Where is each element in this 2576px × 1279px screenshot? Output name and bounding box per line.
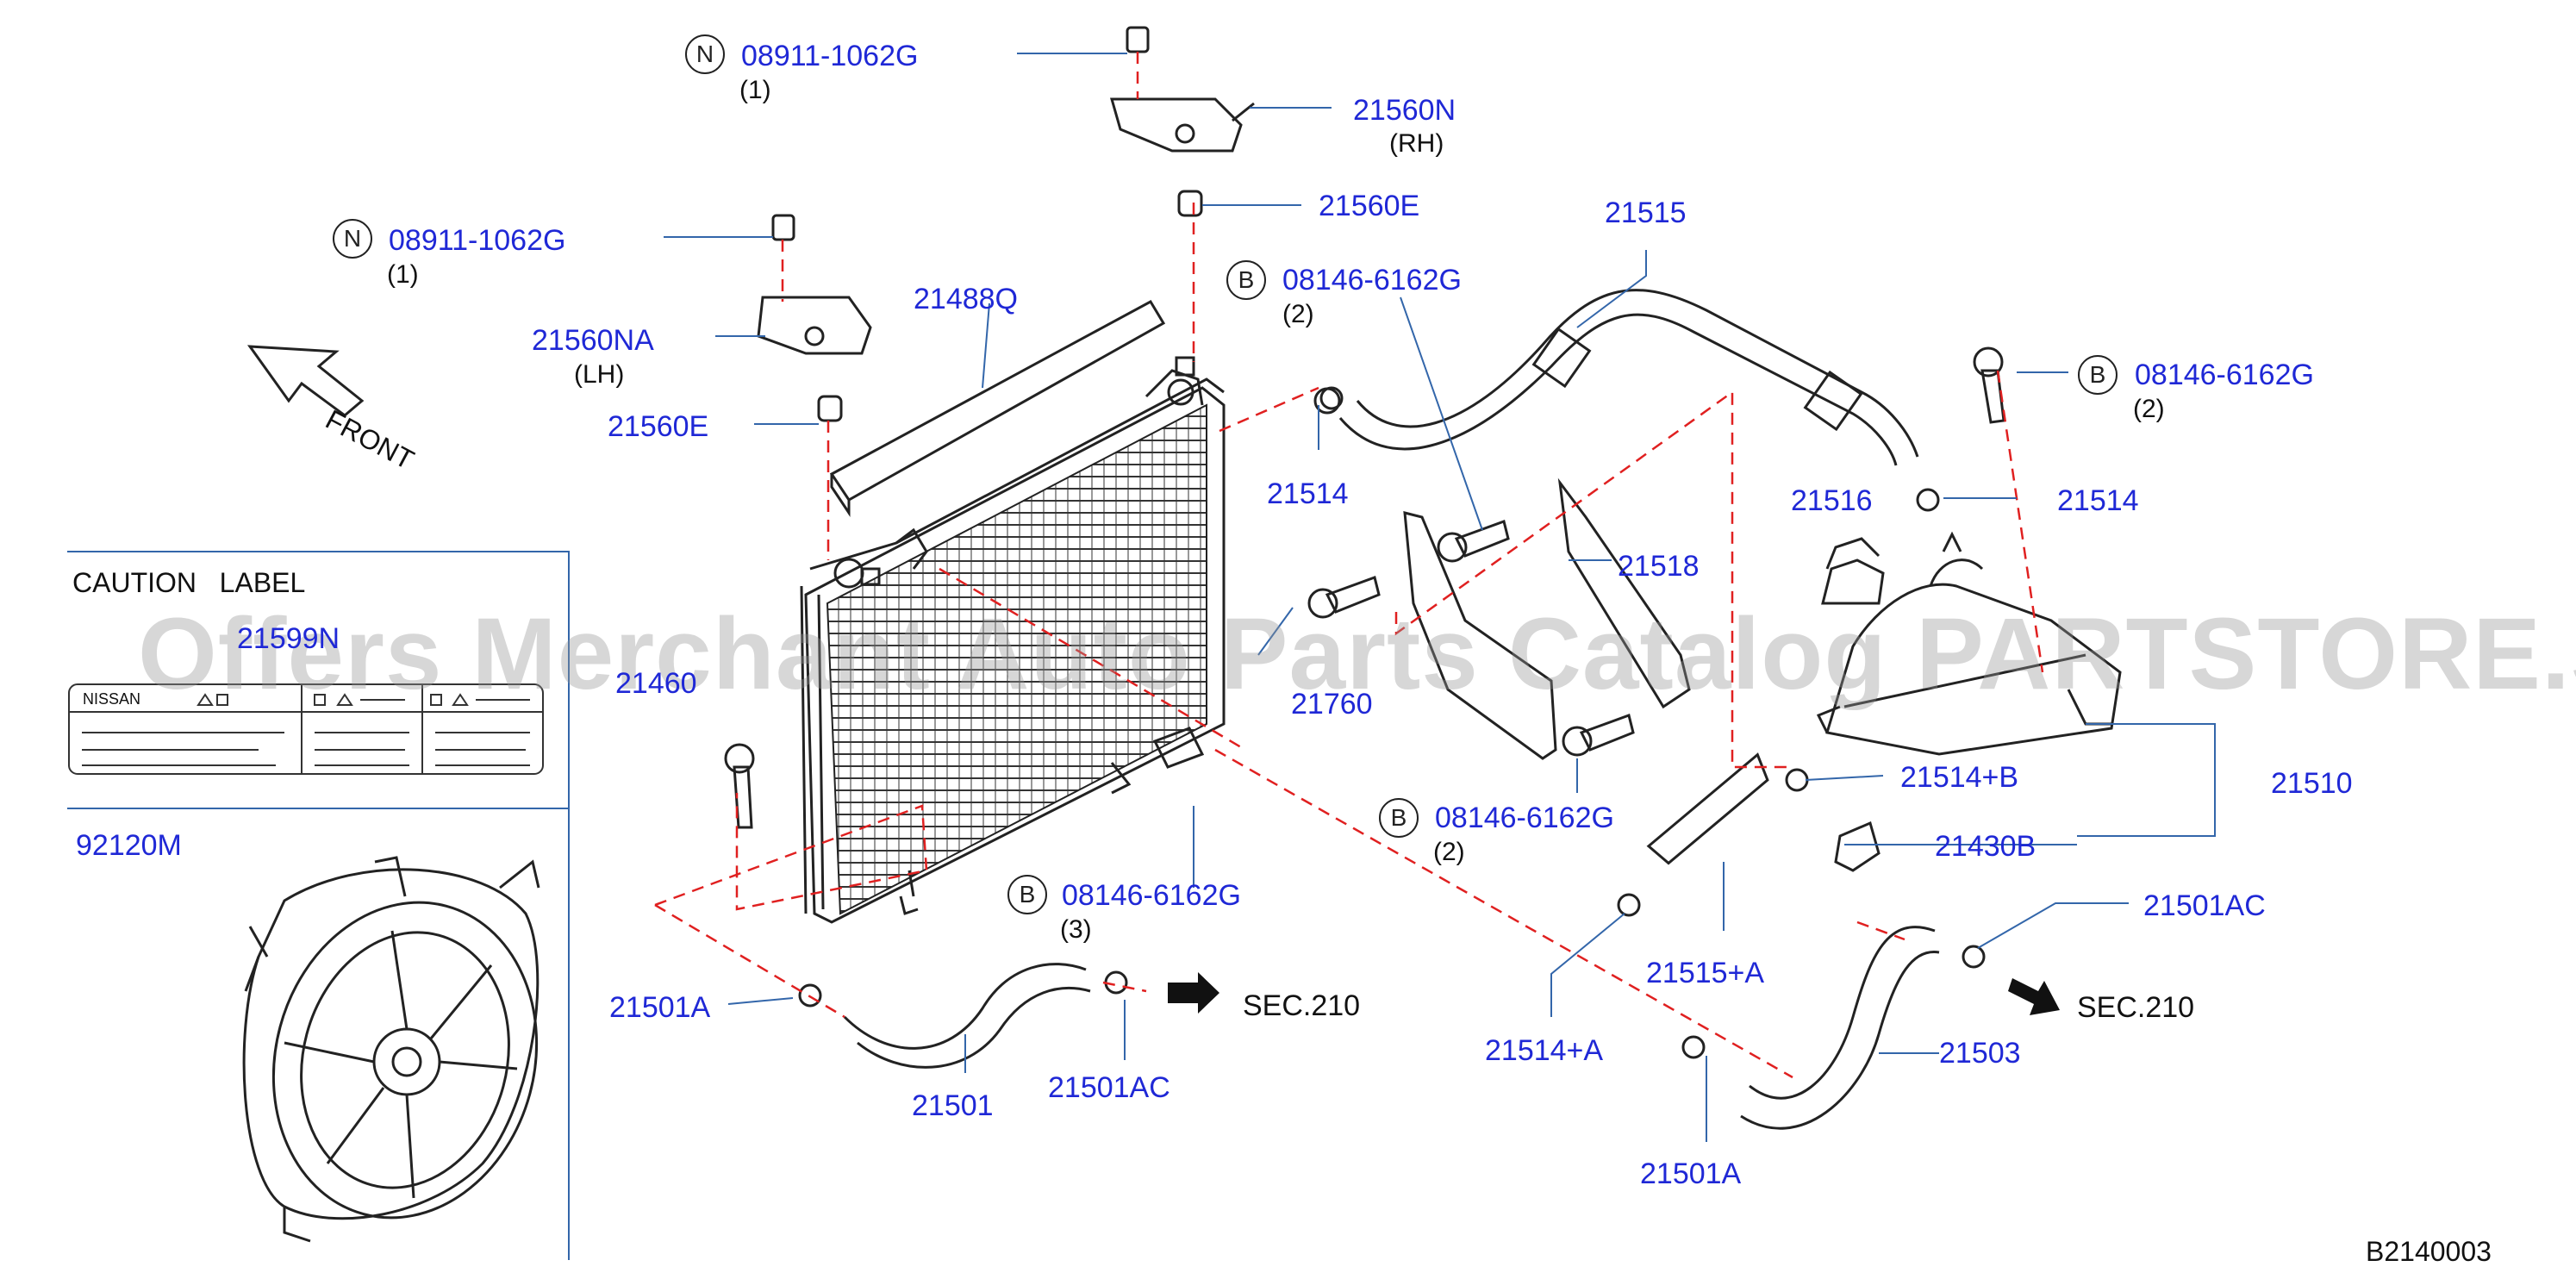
- caution-label-sticker: [68, 683, 544, 775]
- qty-08146-d: (3): [1060, 915, 1092, 944]
- part-21518[interactable]: 21518: [1618, 550, 1700, 583]
- part-08911-1062g-a[interactable]: 08911-1062G: [741, 40, 919, 72]
- part-21514-plus-b[interactable]: 21514+B: [1900, 761, 2019, 794]
- part-21514-a[interactable]: 21514: [1267, 477, 1349, 510]
- part-21503[interactable]: 21503: [1939, 1037, 2021, 1070]
- qty-08146-a: (2): [1282, 300, 1314, 328]
- part-21515[interactable]: 21515: [1605, 197, 1687, 229]
- qty-21560na: (LH): [574, 360, 625, 389]
- part-08146-6162g-d[interactable]: 08146-6162G: [1062, 879, 1241, 912]
- part-21515-plus-a[interactable]: 21515+A: [1646, 957, 1765, 989]
- part-21560n[interactable]: 21560N: [1353, 94, 1456, 127]
- part-92120m[interactable]: 92120M: [76, 829, 182, 862]
- lower-hoses-drawing: [843, 752, 1940, 1130]
- mount-brackets-drawing: [1403, 477, 1691, 760]
- leader-lines: [664, 53, 2216, 1142]
- qty-21560n: (RH): [1389, 129, 1444, 158]
- part-21560e-top[interactable]: 21560E: [1319, 190, 1420, 222]
- overflow-hose-drawing: [1313, 289, 1919, 466]
- part-21560na[interactable]: 21560NA: [532, 324, 654, 357]
- bolt-badge-c: B: [1379, 798, 1419, 838]
- caution-panel-border: [67, 551, 570, 1260]
- bolt-badge-a: B: [1226, 260, 1266, 300]
- hose-clamps-drawing: [798, 386, 1986, 1059]
- part-21516[interactable]: 21516: [1791, 484, 1873, 517]
- part-21760[interactable]: 21760: [1291, 688, 1373, 721]
- part-08146-6162g-c[interactable]: 08146-6162G: [2135, 359, 2314, 391]
- qty-08146-c: (2): [2133, 395, 2165, 423]
- upper-brackets-drawing: [757, 26, 1255, 422]
- qty-08146-b: (2): [1433, 838, 1465, 866]
- part-21488q[interactable]: 21488Q: [914, 283, 1018, 315]
- caution-label-brand: NISSAN: [83, 690, 141, 708]
- sec-arrows: [1168, 972, 2060, 1015]
- nut-badge-a: N: [685, 34, 725, 74]
- part-08146-6162g-b[interactable]: 08146-6162G: [1435, 802, 1614, 834]
- front-arrow: [246, 345, 365, 417]
- part-21514-plus-a[interactable]: 21514+A: [1485, 1034, 1604, 1067]
- part-08911-1062g-b[interactable]: 08911-1062G: [389, 224, 566, 257]
- part-21599n[interactable]: 21599N: [237, 622, 340, 655]
- part-21501ac-right[interactable]: 21501AC: [2143, 889, 2266, 922]
- part-21430b[interactable]: 21430B: [1935, 830, 2036, 863]
- part-21501a-bottom[interactable]: 21501A: [1640, 1157, 1742, 1190]
- sec-210-right[interactable]: SEC.210: [2077, 991, 2195, 1024]
- bolt-badge-d: B: [1007, 875, 1047, 914]
- part-21460[interactable]: 21460: [615, 667, 697, 700]
- qty-08911-a: (1): [739, 76, 771, 104]
- nut-badge-b: N: [333, 219, 372, 259]
- part-21510[interactable]: 21510: [2271, 767, 2353, 800]
- part-21501ac-left[interactable]: 21501AC: [1048, 1071, 1170, 1104]
- assembly-dashed-lines: [654, 52, 2044, 1079]
- part-21501a-left[interactable]: 21501A: [609, 991, 711, 1024]
- reservoir-tank-drawing: [1816, 531, 2122, 756]
- qty-08911-b: (1): [387, 260, 419, 289]
- radiator-drawing: [800, 356, 1226, 924]
- bolt-badge-b: B: [2078, 355, 2118, 395]
- diagram-code: B2140003: [2366, 1236, 2492, 1267]
- part-21501[interactable]: 21501: [912, 1089, 994, 1122]
- part-21560e-left[interactable]: 21560E: [608, 410, 709, 443]
- part-08146-6162g-a[interactable]: 08146-6162G: [1282, 264, 1462, 296]
- fan-shroud-drawing: [242, 856, 540, 1243]
- radiator-seal-drawing: [829, 299, 1166, 517]
- caution-label-title: CAUTION LABEL: [72, 567, 306, 598]
- part-21514-b[interactable]: 21514: [2057, 484, 2139, 517]
- sec-210-left[interactable]: SEC.210: [1243, 989, 1361, 1022]
